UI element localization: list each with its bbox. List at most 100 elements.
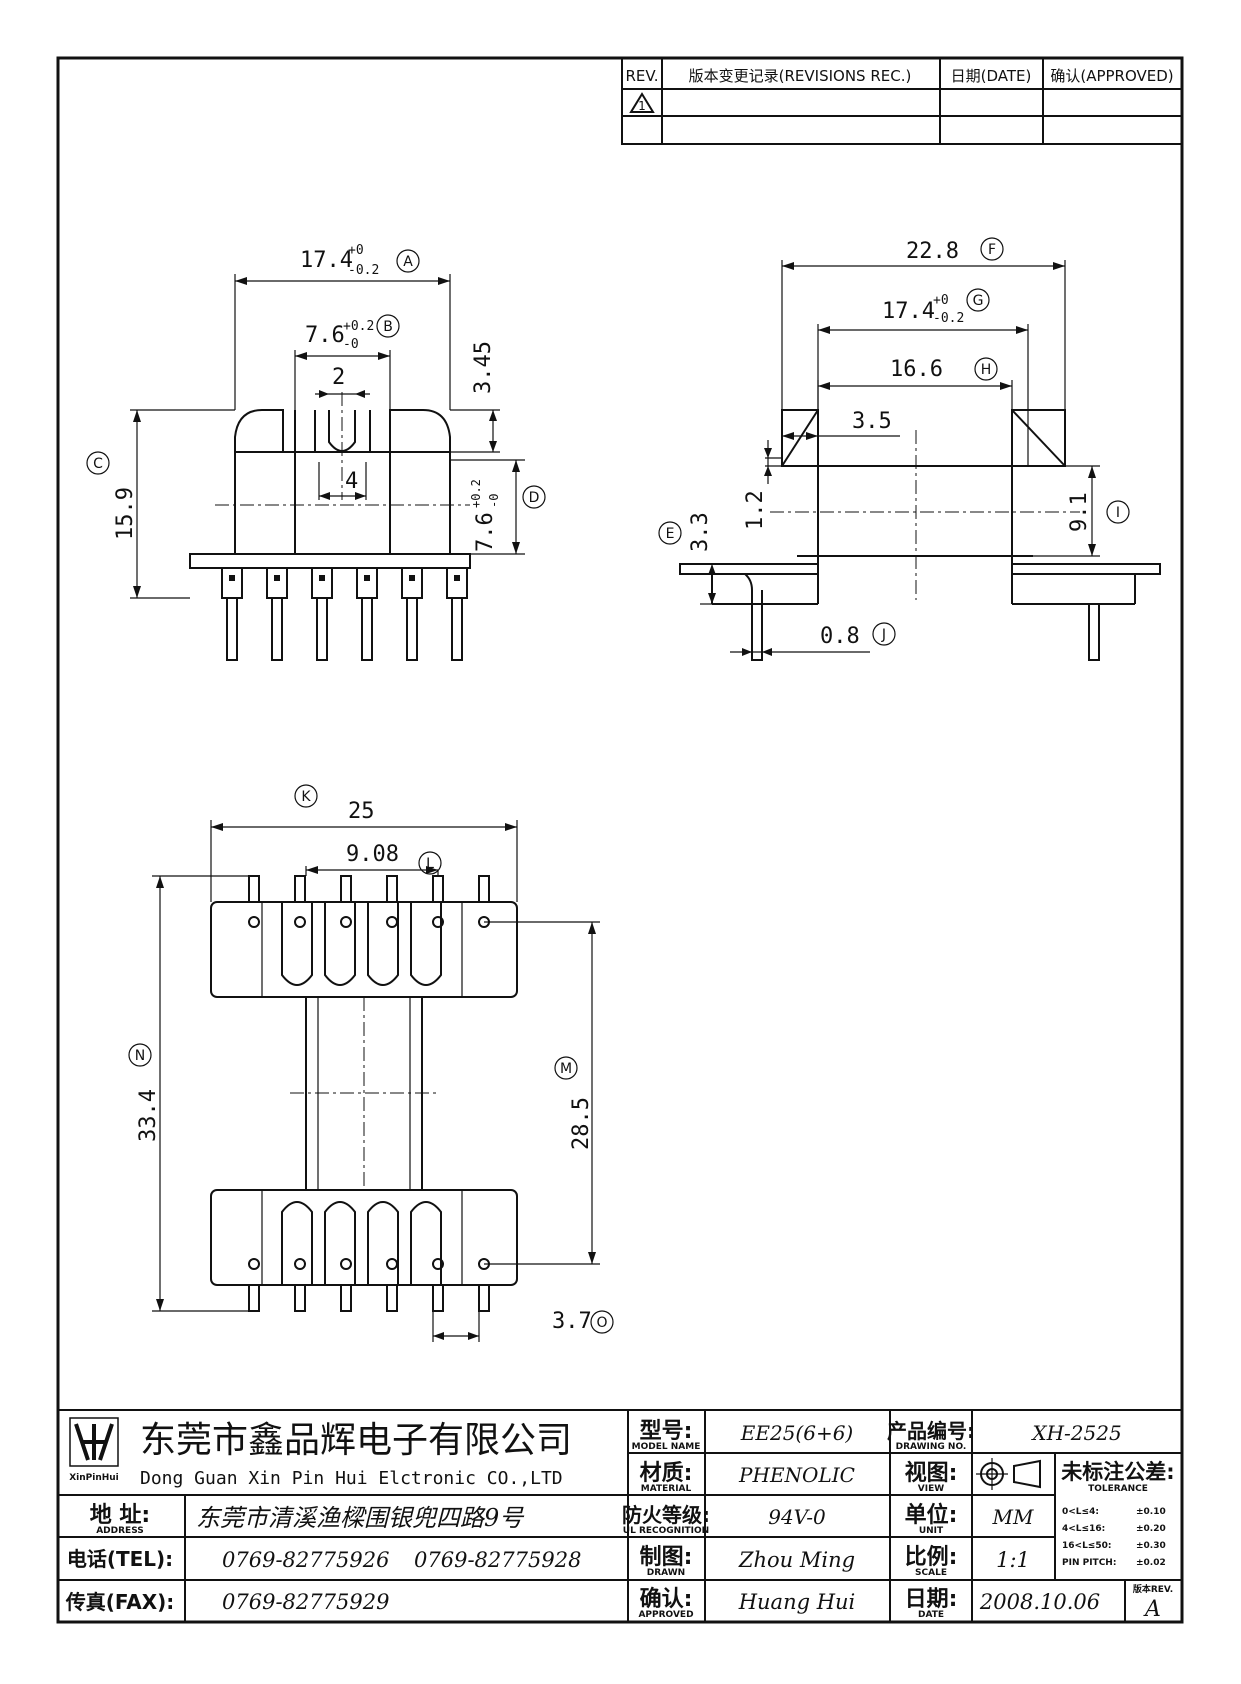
dim-g-tol-upper: +0 (933, 293, 949, 308)
view-label-en: VIEW (918, 1484, 944, 1494)
tol-range-4: PIN PITCH: (1062, 1558, 1116, 1568)
drawing-no-label-en: DRAWING NO. (896, 1442, 967, 1452)
dim-e-value: 3.3 (688, 512, 713, 552)
tolerance-label-en: TOLERANCE (1088, 1484, 1148, 1494)
dim-a-value: 17.4 (300, 248, 353, 273)
balloon-j-label: J (881, 627, 886, 643)
balloon-n-label: N (135, 1048, 145, 1064)
tol-range-2: 4<L≤16: (1062, 1524, 1105, 1534)
dim-h-value: 16.6 (890, 357, 943, 382)
dim-d-tol-upper: +0.2 (469, 479, 483, 508)
flame-label-en: UL RECOGNITION (623, 1526, 709, 1536)
balloon-a-icon (396, 249, 420, 273)
company-logo: XinPinHui (69, 1417, 119, 1483)
revision-mark: 1 (638, 99, 646, 113)
balloon-l-label: L (426, 856, 434, 872)
approved-header: 确认(APPROVED) (1050, 67, 1173, 85)
bottom-view: 25 K 9.08 L 33.4 N 28.5 M 3.7 O (128, 784, 614, 1342)
scale-label: 比例: (905, 1545, 958, 1570)
balloon-k-label: K (301, 789, 311, 805)
dim-i-value: 9.1 (1067, 492, 1092, 532)
balloon-f-icon (980, 237, 1004, 261)
unit-label: 单位: (905, 1502, 958, 1528)
balloon-o-icon (590, 1310, 614, 1334)
balloon-m-label: M (560, 1061, 572, 1077)
dim-slot-top: 2 (332, 365, 345, 390)
dim-a-tol-upper: +0 (348, 243, 364, 258)
dim-345: 3.45 (471, 341, 496, 394)
scale-value: 1:1 (996, 1548, 1030, 1572)
flame-label: 防火等级: (622, 1503, 710, 1527)
address-label: 地 址: (90, 1503, 150, 1528)
dim-l-value: 9.08 (346, 842, 399, 867)
sheet-frame (56, 56, 1184, 1624)
balloon-b-icon (376, 314, 400, 338)
balloon-n-icon (128, 1043, 152, 1067)
address-label-en: ADDRESS (96, 1526, 144, 1536)
unit-label-en: UNIT (919, 1526, 944, 1536)
dim-j-value: 0.8 (820, 624, 860, 649)
dim-35: 3.5 (852, 409, 892, 434)
company-name-cn: 东莞市鑫品辉电子有限公司 (140, 1420, 572, 1461)
tol-value-1: ±0.10 (1136, 1507, 1166, 1517)
view-label: 视图: (905, 1460, 958, 1486)
model-label-en: MODEL NAME (632, 1442, 701, 1452)
fax-label: 传真(FAX): (65, 1590, 175, 1614)
unit-value: MM (992, 1505, 1034, 1529)
top-view-pins (221, 567, 468, 661)
date-header: 日期(DATE) (951, 67, 1032, 85)
balloon-m-icon (554, 1056, 578, 1080)
dim-g-tol-lower: -0.2 (933, 311, 964, 326)
rev-label: 版本REV. (1132, 1583, 1173, 1595)
balloon-f-label: F (988, 242, 996, 258)
rev-value: A (1143, 1597, 1161, 1622)
fax-value: 0769-82775929 (222, 1590, 389, 1614)
tol-value-4: ±0.02 (1136, 1558, 1166, 1568)
tel-2: 0769-82775928 (414, 1548, 581, 1572)
balloon-h-icon (974, 357, 998, 381)
material-value: PHENOLIC (738, 1463, 855, 1487)
balloon-j-icon (872, 622, 896, 646)
top-view: 17.4 +0 -0.2 A 7.6 +0.2 -0 B 2 4 3.45 (86, 243, 546, 661)
logo-text: XinPinHui (69, 1473, 119, 1483)
dim-d-tol-lower: -0 (487, 494, 501, 508)
balloon-l-icon (418, 851, 442, 875)
side-view: 22.8 F 17.4 +0 -0.2 G 16.6 H 3.5 1.2 (658, 237, 1161, 661)
address-value: 东莞市清溪渔樑围银兜四路9号 (196, 1504, 525, 1532)
dim-g-value: 17.4 (882, 299, 935, 324)
flame-value: 94V-0 (768, 1505, 826, 1529)
balloon-c-icon (86, 451, 110, 475)
revision-triangle-icon (629, 92, 655, 113)
drawing-no-value: XH-2525 (1030, 1421, 1121, 1445)
balloon-e-icon (658, 521, 682, 545)
revision-block: REV. 版本变更记录(REVISIONS REC.) 日期(DATE) 确认(… (621, 57, 1183, 145)
balloon-g-icon (966, 288, 990, 312)
tolerance-label: 未标注公差: (1061, 1460, 1174, 1484)
model-label: 型号: (640, 1419, 693, 1444)
tel-1: 0769-82775926 (222, 1548, 389, 1572)
approved-value: Huang Hui (738, 1590, 856, 1614)
dim-k-value: 25 (348, 799, 375, 824)
company-name-en: Dong Guan Xin Pin Hui Elctronic CO.,LTD (140, 1468, 563, 1489)
dim-b-value: 7.6 (305, 323, 345, 348)
model-value: EE25(6+6) (740, 1421, 853, 1445)
dim-a-tol-lower: -0.2 (348, 263, 379, 278)
balloon-i-icon (1106, 500, 1130, 524)
bottom-view-bottom-slots (261, 1190, 463, 1285)
dim-b-tol-lower: -0 (343, 337, 359, 352)
approved-label-en: APPROVED (638, 1610, 693, 1620)
balloon-e-label: E (666, 526, 675, 542)
scale-label-en: SCALE (915, 1568, 947, 1578)
balloon-a-label: A (403, 254, 413, 270)
dim-n-value: 33.4 (136, 1089, 161, 1142)
tel-label: 电话(TEL): (67, 1547, 173, 1571)
dim-b-tol-upper: +0.2 (343, 319, 374, 334)
projection-symbol-icon (976, 1458, 1041, 1490)
tol-value-2: ±0.20 (1136, 1524, 1166, 1534)
tol-range-1: 0<L≤4: (1062, 1507, 1099, 1517)
bottom-view-top-slots (261, 902, 463, 997)
dim-d-value: 7.6 (473, 512, 498, 552)
drawn-value: Zhou Ming (738, 1548, 855, 1572)
dim-m-value: 28.5 (569, 1097, 594, 1150)
revisions-header: 版本变更记录(REVISIONS REC.) (689, 67, 912, 85)
